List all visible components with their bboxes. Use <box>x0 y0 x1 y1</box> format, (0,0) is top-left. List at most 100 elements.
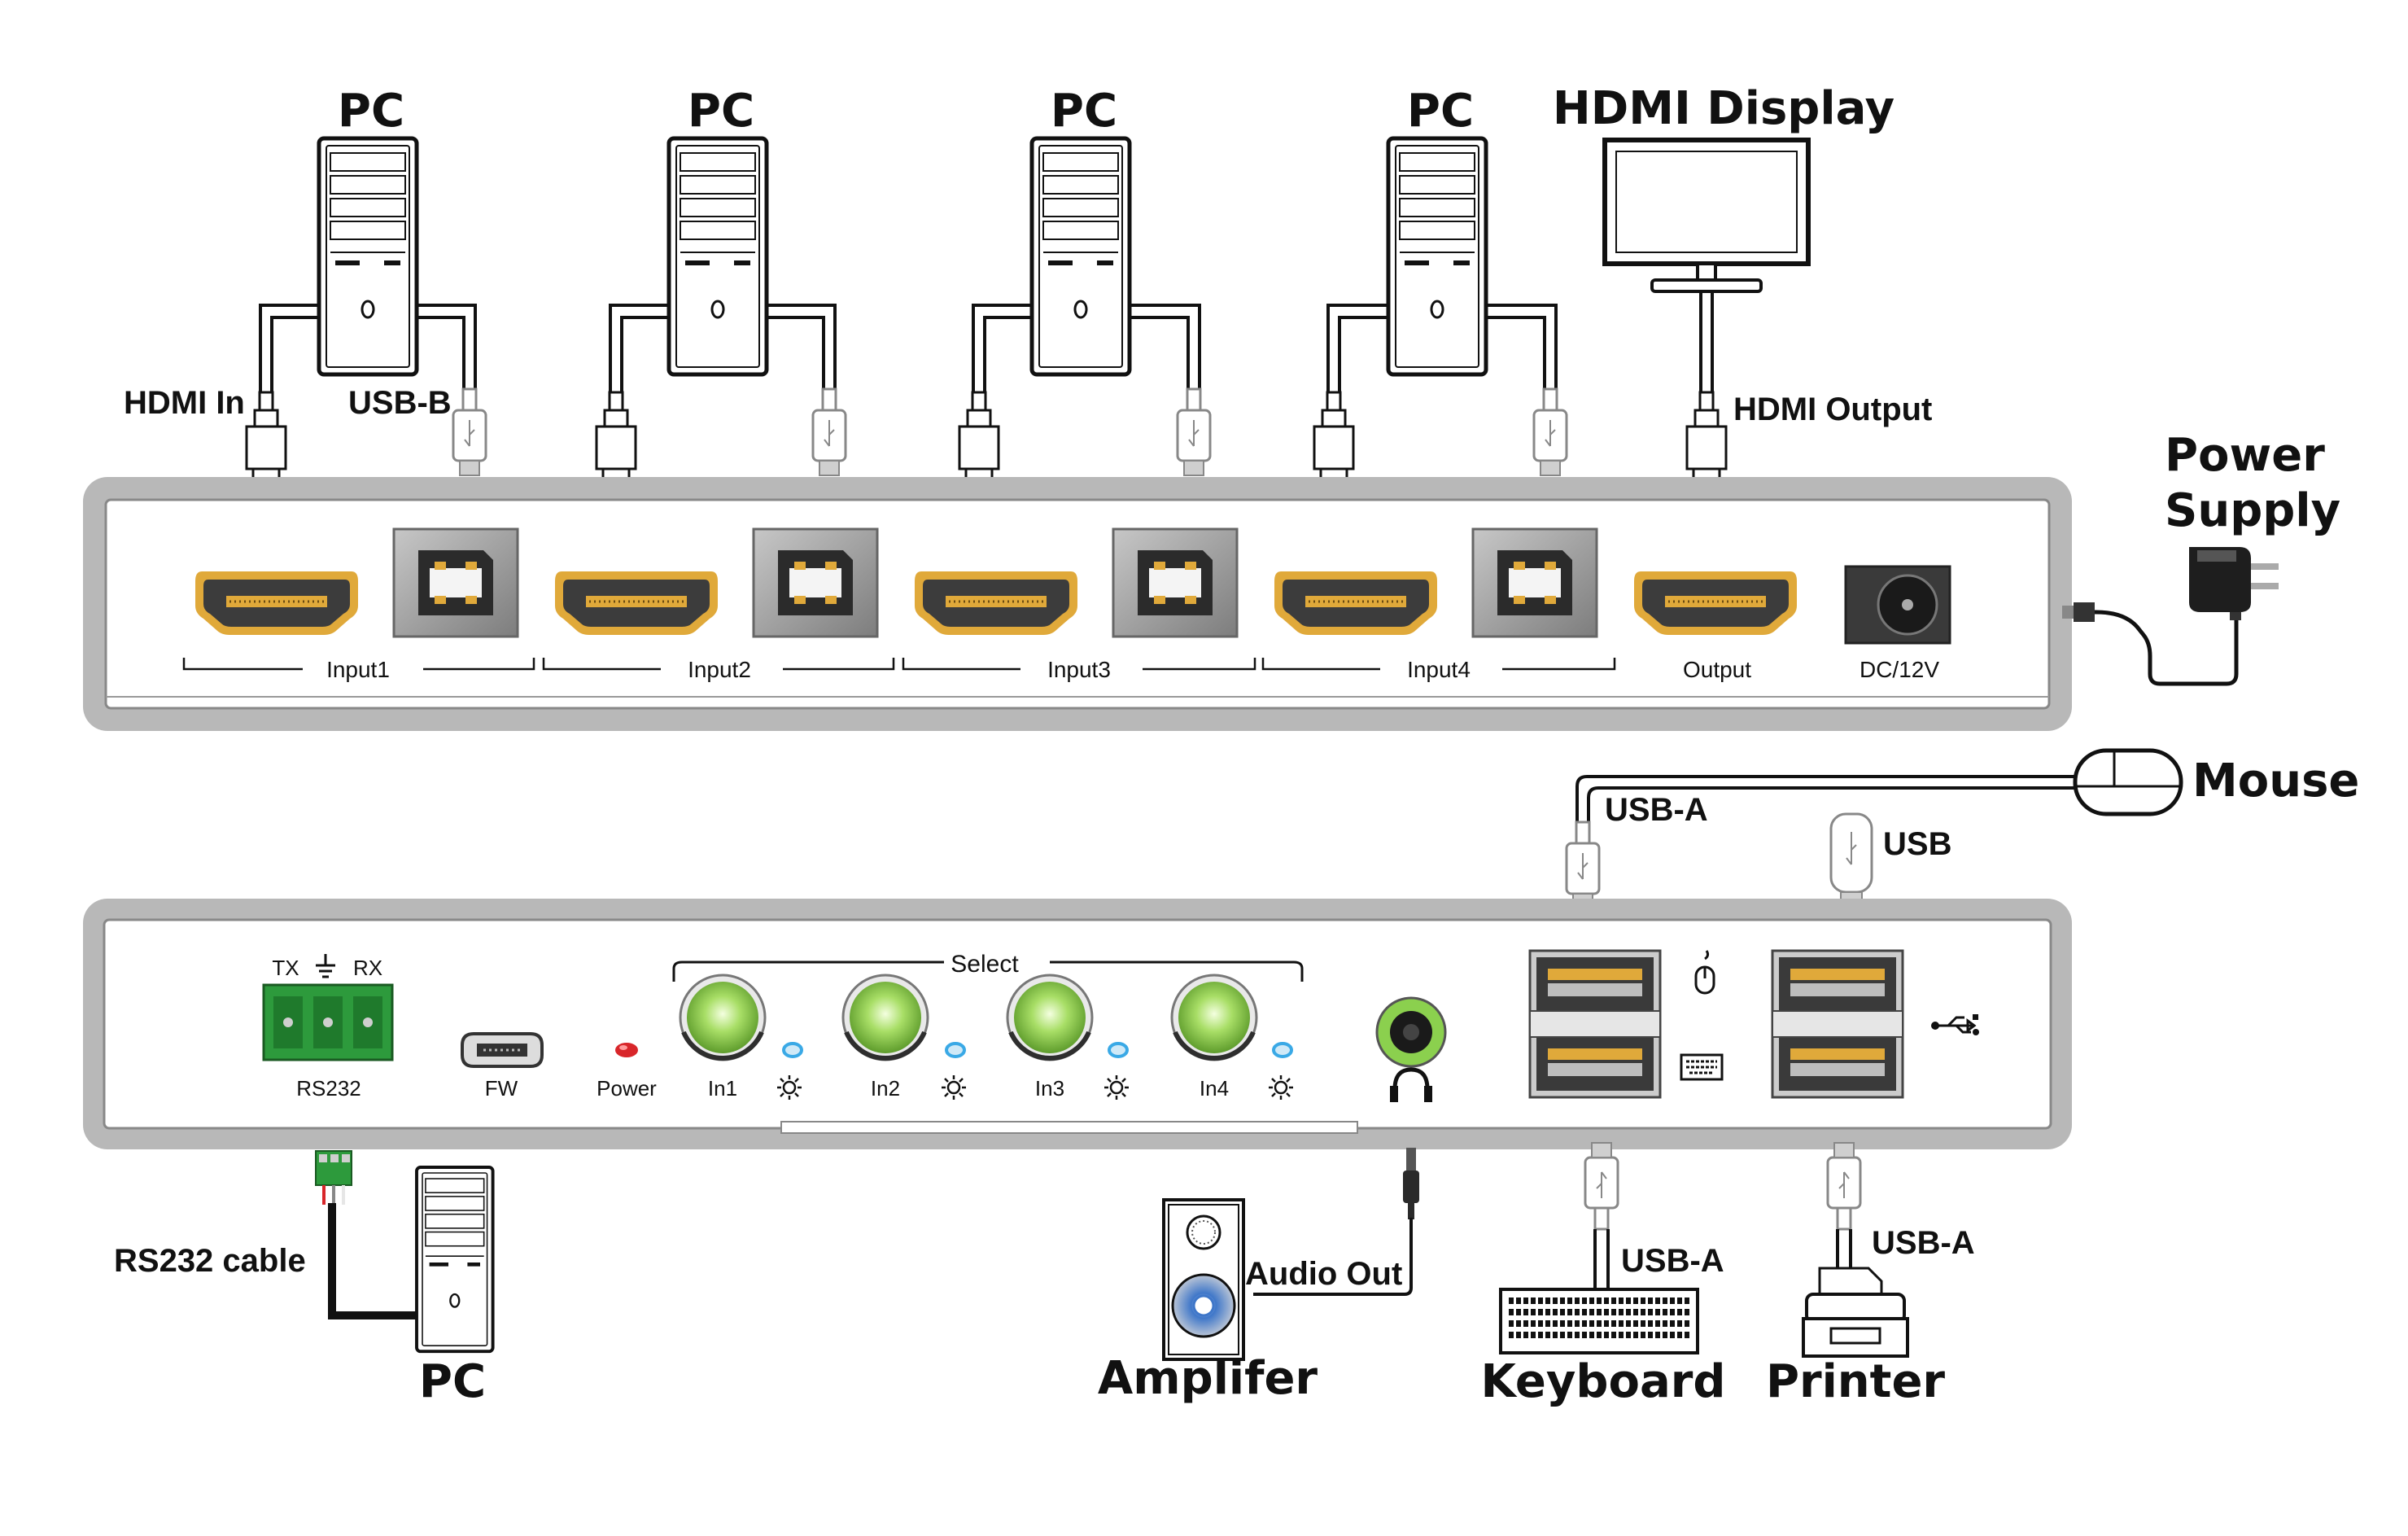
led-in4 <box>1272 1042 1293 1058</box>
rs232-cable-label: RS232 cable <box>114 1243 306 1279</box>
power-led-label: Power <box>597 1076 657 1101</box>
usb-plug-pc2 <box>811 387 847 477</box>
usb-a-keyboard-label: USB-A <box>1621 1243 1724 1279</box>
hdmi-plug-pc1 <box>245 391 287 484</box>
pc-label-1: PC <box>338 85 404 138</box>
amplifier-icon <box>1162 1198 1245 1361</box>
usb-stick-icon <box>1829 812 1873 909</box>
button-label-in4: In4 <box>1200 1076 1229 1101</box>
audio-out-label: Audio Out <box>1245 1256 1402 1292</box>
select-label: Select <box>951 951 1019 978</box>
usb-plug-pc3 <box>1176 387 1212 477</box>
select-button-in2[interactable] <box>843 975 928 1060</box>
rs232-rx-label: RX <box>353 956 382 980</box>
usb-top-label: USB <box>1883 826 1951 862</box>
pc-label-2: PC <box>688 85 754 138</box>
button-label-in3: In3 <box>1035 1076 1064 1101</box>
rs232-tx-label: TX <box>272 956 299 980</box>
fw-label: FW <box>485 1076 518 1101</box>
input3-label: Input3 <box>1047 657 1111 682</box>
hdmi-in-label: HDMI In <box>124 385 245 421</box>
pc-rs232-label: PC <box>419 1355 486 1408</box>
rs232-connector <box>315 1150 352 1205</box>
rs232-cable <box>328 1203 420 1319</box>
ground-icon <box>316 954 335 978</box>
printer-icon <box>1802 1267 1909 1358</box>
usb-b-port-input2 <box>752 527 879 638</box>
input1-label: Input1 <box>326 657 390 682</box>
audio-jack <box>1375 996 1447 1068</box>
hdmi-port-input4 <box>1273 570 1439 637</box>
usb-plug-pc4 <box>1532 387 1568 477</box>
pc-label-3: PC <box>1051 85 1117 138</box>
hdmi-display-icon <box>1602 138 1811 293</box>
hdmi-plug-pc4 <box>1313 391 1355 484</box>
usb-plug-printer <box>1826 1141 1862 1231</box>
input4-label: Input4 <box>1407 657 1471 682</box>
hdmi-port-output <box>1632 570 1798 637</box>
dc-jack <box>1844 565 1951 645</box>
usb-plug-pc1 <box>452 387 487 477</box>
usb-plug-mouse <box>1565 821 1601 910</box>
usb-a-top-label: USB-A <box>1605 792 1708 828</box>
keyboard-cable <box>1593 1229 1610 1289</box>
mouse-cable <box>1575 775 2075 824</box>
input-brackets <box>182 658 1616 671</box>
select-button-in1[interactable] <box>680 975 765 1060</box>
select-bracket <box>672 961 1304 982</box>
power-plug-end <box>2062 602 2095 622</box>
mouse-label: Mouse <box>2192 755 2359 807</box>
usb-b-port-input3 <box>1112 527 1239 638</box>
rs232-port-label: RS232 <box>296 1076 361 1101</box>
usb-a-port-keyboard-mouse <box>1528 949 1662 1099</box>
power-supply-label-1: Power <box>2165 429 2325 482</box>
keyboard-icon <box>1499 1288 1699 1354</box>
led-in2 <box>945 1042 966 1058</box>
power-led <box>615 1043 638 1057</box>
usb-b-port-input1 <box>392 527 519 638</box>
mouse-icon <box>2073 748 2183 816</box>
usb-b-label: USB-B <box>348 385 452 421</box>
pc-2 <box>669 138 767 374</box>
hdmi-output-label: HDMI Output <box>1733 392 1932 427</box>
audio-cable <box>1253 1218 1413 1296</box>
hdmi-port-input2 <box>553 570 719 637</box>
audio-plug <box>1403 1148 1419 1219</box>
rs232-terminal <box>262 983 394 1061</box>
usb-b-port-input4 <box>1471 527 1598 638</box>
printer-cable <box>1836 1229 1852 1271</box>
pc-3 <box>1032 138 1130 374</box>
keyboard-label: Keyboard <box>1481 1355 1726 1408</box>
usb-plug-keyboard <box>1584 1141 1619 1231</box>
hdmi-plug-pc2 <box>595 391 637 484</box>
mouse-port-icon <box>1694 950 1715 995</box>
hdmi-port-input3 <box>913 570 1079 637</box>
usb-a-printer-label: USB-A <box>1872 1225 1975 1261</box>
headphones-icon <box>1390 1067 1432 1102</box>
hdmi-port-input1 <box>194 570 360 637</box>
pc-cables <box>259 289 1714 392</box>
led-in3 <box>1108 1042 1129 1058</box>
pc-4 <box>1388 138 1486 374</box>
input2-label: Input2 <box>688 657 751 682</box>
hdmi-plug-pc3 <box>958 391 1000 484</box>
button-label-in2: In2 <box>871 1076 900 1101</box>
select-button-in4[interactable] <box>1172 975 1256 1060</box>
hdmi-plug-output <box>1685 391 1728 484</box>
power-cable <box>2062 610 2239 686</box>
output-label: Output <box>1683 657 1751 682</box>
pc-1 <box>319 138 417 374</box>
power-supply-label-2: Supply <box>2165 484 2340 537</box>
usb-a-port-usb <box>1771 949 1904 1099</box>
hdmi-display-label: HDMI Display <box>1553 82 1894 135</box>
power-adapter-icon <box>2189 547 2279 620</box>
printer-label: Printer <box>1766 1355 1945 1408</box>
amplifier-label: Amplifer <box>1098 1352 1318 1405</box>
select-button-in3[interactable] <box>1007 975 1092 1060</box>
fw-port <box>461 1032 544 1068</box>
led-in1 <box>782 1042 803 1058</box>
pc-rs232 <box>415 1166 495 1354</box>
button-label-in1: In1 <box>708 1076 737 1101</box>
